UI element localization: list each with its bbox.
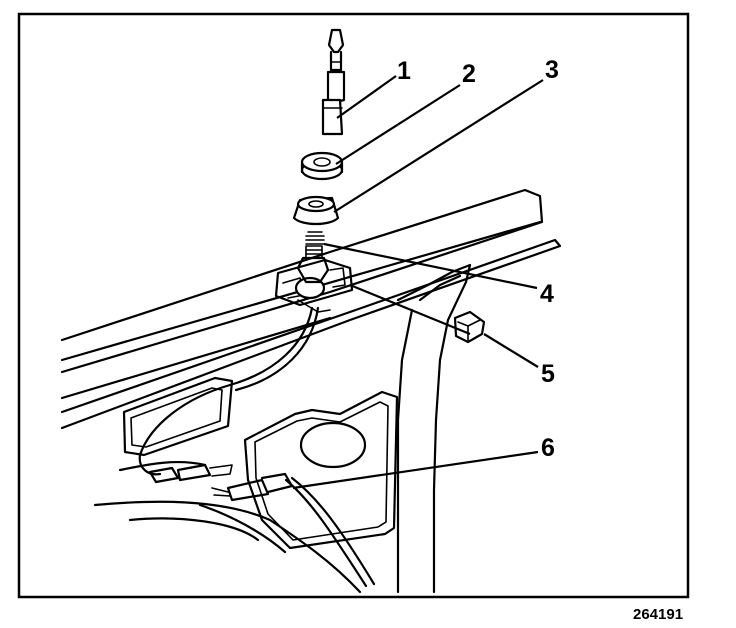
antenna-cable [138,306,320,476]
mast-nut [300,151,344,181]
cable-connector-left [148,463,233,484]
figure-number: 264191 [633,606,683,623]
callout-4: 4 [540,280,554,308]
leader-lines [292,75,544,490]
headliner-panel [243,390,399,550]
antenna-stud [305,231,325,245]
figure-frame [17,12,690,599]
callout-3: 3 [545,56,559,84]
cable-connector-right [211,472,376,588]
lower-body [93,460,362,594]
panel-access-hole [299,421,367,469]
roof-rail [60,188,562,430]
callout-5: 5 [541,360,555,388]
callout-1: 1 [397,57,411,85]
door-pillar [396,263,472,594]
antenna-mast [321,28,346,136]
mounting-bolt [453,310,486,344]
antenna-base [296,245,330,284]
callout-2: 2 [462,60,476,88]
antenna-bezel [292,195,340,226]
callout-6: 6 [541,434,555,462]
access-opening [122,376,234,457]
callout-labels: 1 2 3 4 5 6 [397,56,559,462]
